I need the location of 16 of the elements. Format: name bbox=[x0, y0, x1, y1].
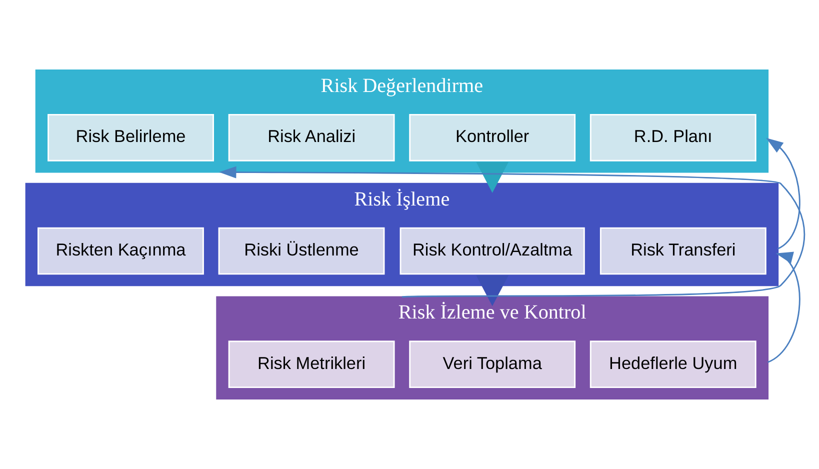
node-box: Risk Analizi bbox=[228, 114, 395, 162]
arrow bbox=[219, 166, 806, 298]
arrow bbox=[767, 252, 800, 363]
node-box: R.D. Planı bbox=[590, 114, 756, 162]
node-box: Veri Toplama bbox=[409, 340, 576, 388]
node-box: Riski Üstlenme bbox=[218, 227, 385, 275]
arrow bbox=[476, 162, 508, 193]
node-box: Riskten Kaçınma bbox=[38, 227, 204, 275]
arrow bbox=[476, 275, 508, 306]
node-box: Risk Metrikleri bbox=[228, 340, 395, 388]
node-box: Risk Transferi bbox=[600, 227, 766, 275]
arrow bbox=[766, 138, 800, 250]
node-box: Risk Kontrol/Azaltma bbox=[400, 227, 585, 275]
node-box: Hedeflerle Uyum bbox=[590, 340, 756, 388]
node-box: Kontroller bbox=[409, 114, 576, 162]
node-box: Risk Belirleme bbox=[48, 114, 214, 162]
